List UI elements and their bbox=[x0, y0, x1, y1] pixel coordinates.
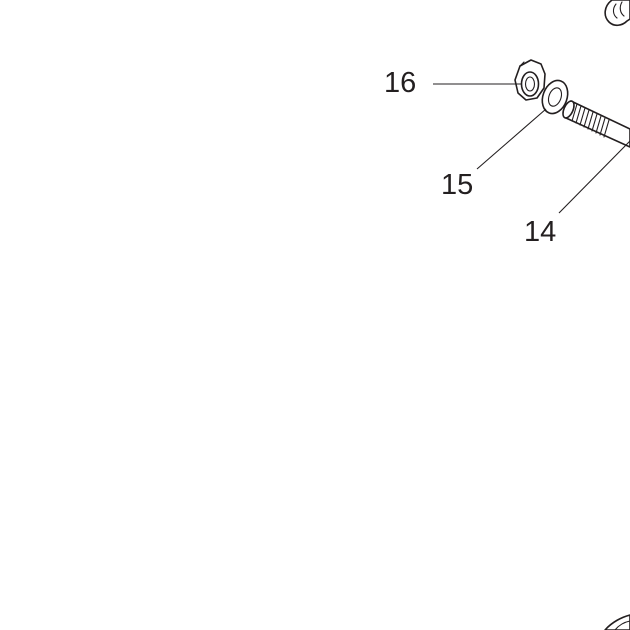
leader-line-14 bbox=[558, 140, 630, 214]
callout-15: 15 bbox=[441, 169, 473, 201]
callout-14: 14 bbox=[524, 216, 556, 248]
threaded-rod-part bbox=[562, 100, 630, 148]
bottom-right-part-fragment bbox=[604, 614, 630, 630]
callout-16: 16 bbox=[384, 67, 416, 99]
washer-part bbox=[541, 79, 569, 115]
top-right-part-fragment bbox=[604, 0, 630, 27]
leader-line-15 bbox=[476, 108, 547, 170]
nut-part bbox=[514, 59, 546, 101]
